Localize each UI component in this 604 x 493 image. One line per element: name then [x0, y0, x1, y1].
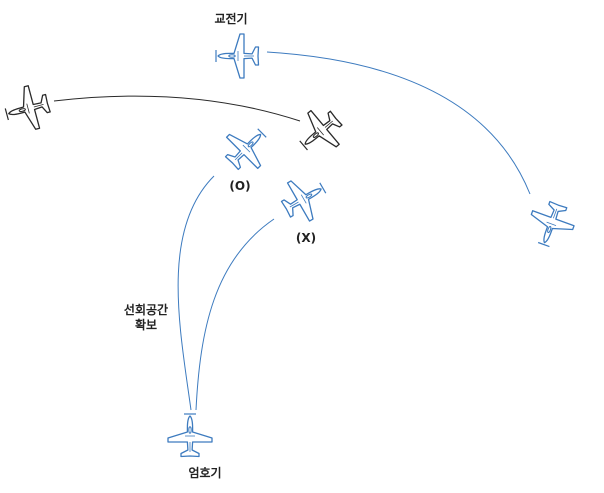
turn-space-label-line2: 확보	[134, 318, 158, 332]
wrong-turn-path	[195, 218, 275, 411]
bandit-airplane-icon	[215, 33, 260, 79]
correct-turn-path	[177, 175, 215, 411]
wingman-airplane-icon	[167, 413, 213, 458]
enemy-flight-path	[53, 95, 301, 122]
wrong-turn-label: (X)	[295, 231, 317, 245]
bandit-label: 교전기	[214, 12, 248, 26]
wingman-label: 엄호기	[188, 466, 222, 480]
correct-turn-label: (O)	[229, 179, 251, 193]
bandit-future-airplane-icon	[522, 196, 580, 253]
turn-space-label-line1: 선회공간	[123, 303, 169, 317]
enemy-right-airplane-icon	[288, 100, 351, 163]
enemy-left-airplane-icon	[0, 81, 55, 137]
wrong-turn-airplane-icon	[274, 168, 335, 229]
turn-space-label: 선회공간 확보	[108, 303, 184, 333]
correct-turn-airplane-icon	[215, 116, 279, 180]
bandit-flight-path	[266, 51, 531, 195]
